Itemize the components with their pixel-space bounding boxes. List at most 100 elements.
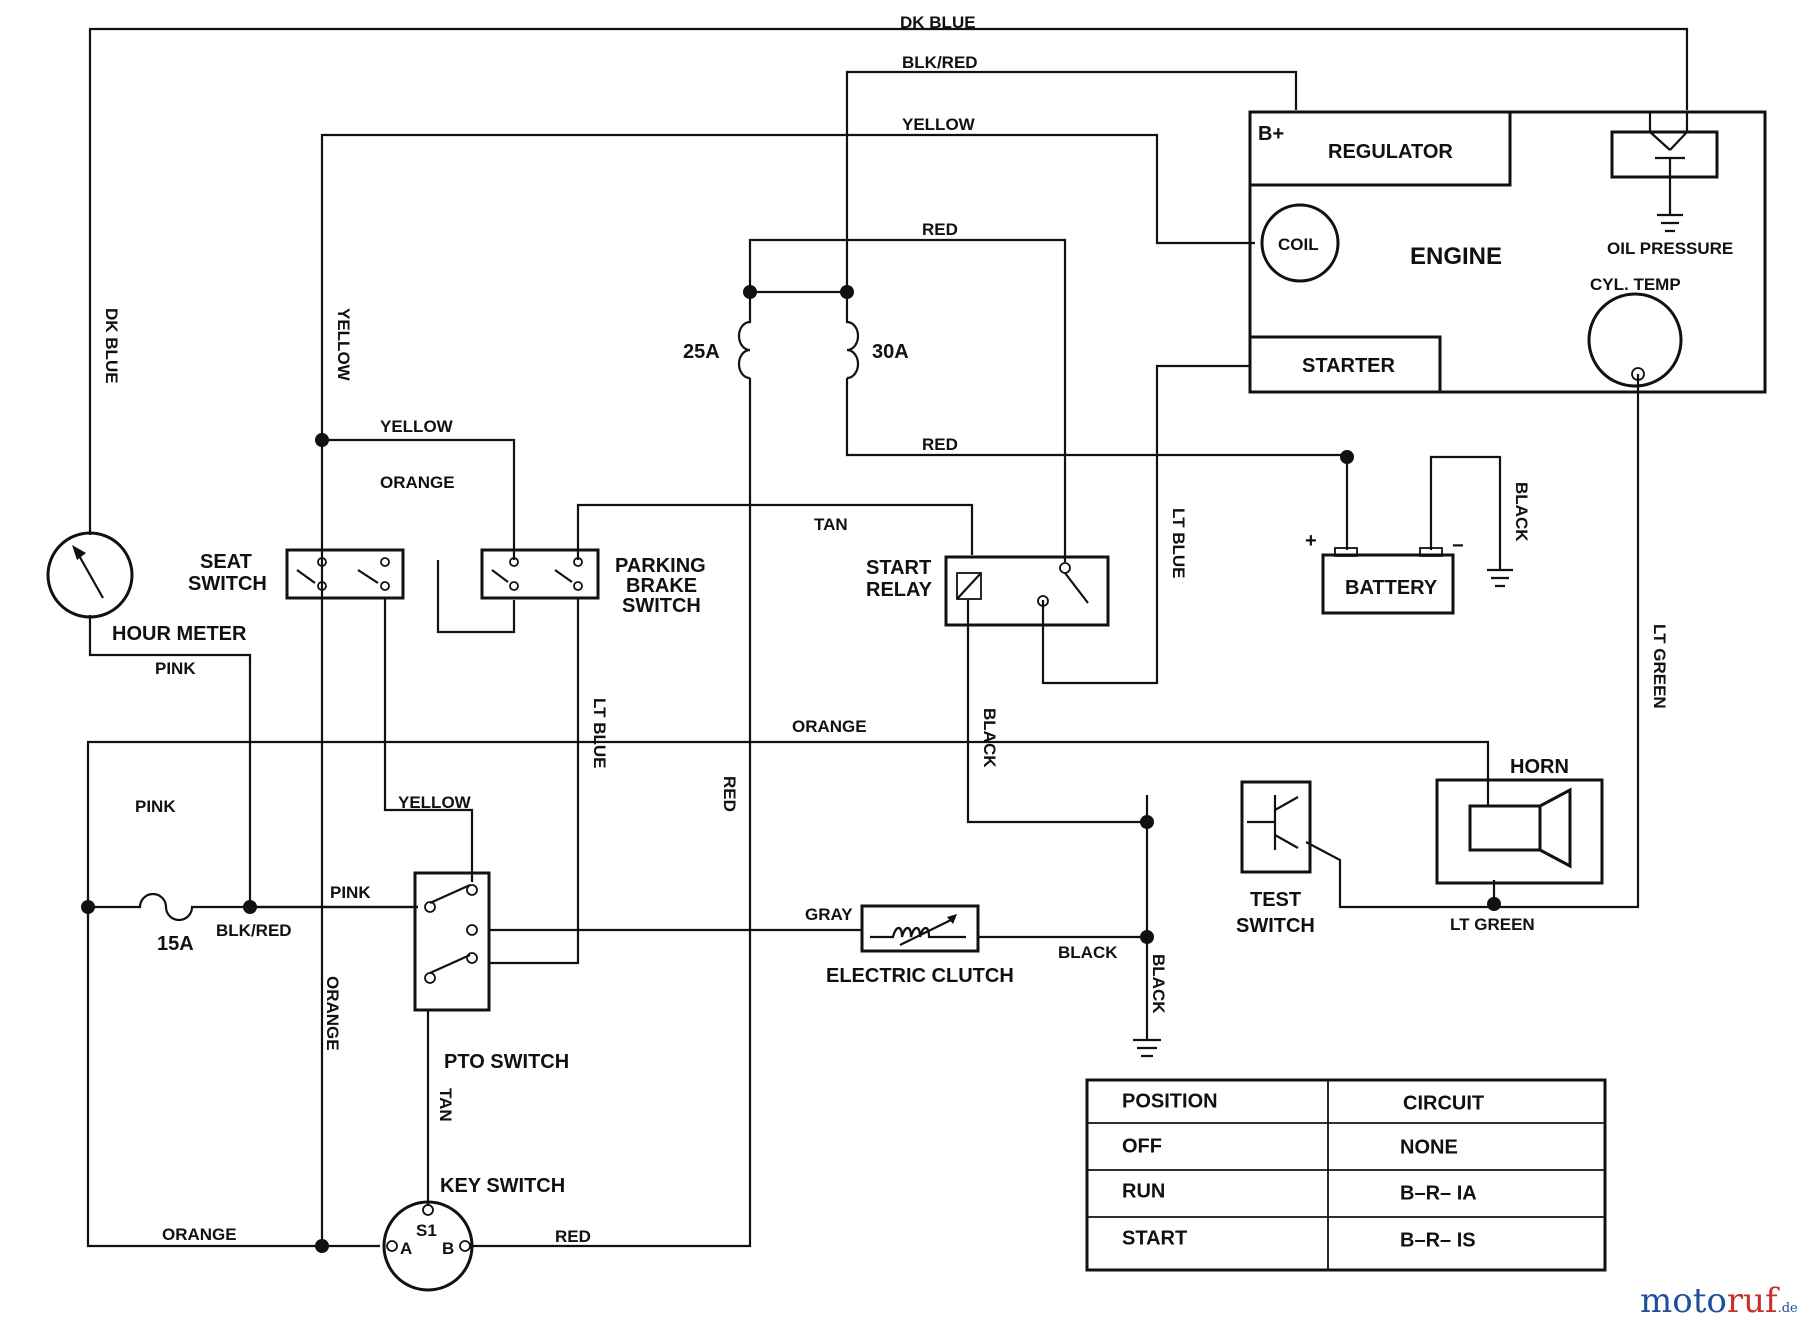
b-plus-label: B+ <box>1258 123 1284 145</box>
fuse-25a <box>737 292 752 380</box>
table-row-start-position: START <box>1122 1227 1187 1249</box>
parking-brake-switch-symbol <box>480 548 600 600</box>
wire-yellow-seat <box>322 438 516 560</box>
parking-brake-label-3: SWITCH <box>622 595 701 617</box>
parking-brake-label-1: PARKING <box>615 555 706 577</box>
wire-orange-mid <box>86 740 1490 907</box>
ground-battery <box>1487 568 1513 588</box>
wire-red-vertical <box>472 378 752 1248</box>
pto-switch-label: PTO SWITCH <box>444 1051 569 1073</box>
wire-label-dk-blue-top: DK BLUE <box>900 13 976 32</box>
wire-label-lt-green-right: LT GREEN <box>1650 624 1669 709</box>
fuse-15a-label: 15A <box>157 933 194 955</box>
cyl-temp-symbol <box>1587 292 1683 388</box>
wire-label-lt-blue-mid: LT BLUE <box>590 698 609 769</box>
start-relay-symbol <box>944 555 1110 627</box>
key-switch-symbol <box>382 1200 474 1292</box>
electric-clutch-label: ELECTRIC CLUTCH <box>826 965 1014 987</box>
start-relay-label-2: RELAY <box>866 579 933 601</box>
pto-switch-symbol <box>413 871 491 1012</box>
wire-label-yellow-seat: YELLOW <box>380 417 454 436</box>
parking-brake-label-2: BRAKE <box>626 575 697 597</box>
key-a-label: A <box>400 1239 412 1258</box>
wire-label-black-right: BLACK <box>1512 482 1531 542</box>
wire-blk-red-top <box>845 70 1298 290</box>
coil-symbol <box>1260 203 1340 283</box>
wire-yellow-top <box>320 133 1255 440</box>
watermark-part1: moto <box>1640 1281 1727 1321</box>
watermark-part2: ruf <box>1727 1281 1780 1321</box>
wire-lt-blue-mid <box>488 598 580 965</box>
fuse-25a-label: 25A <box>683 341 720 363</box>
wire-label-orange-bottom: ORANGE <box>162 1225 237 1244</box>
wire-label-lt-green-horn: LT GREEN <box>1450 915 1535 934</box>
start-relay-label-1: START <box>866 557 931 579</box>
battery-label: BATTERY <box>1345 577 1438 599</box>
starter-label: STARTER <box>1302 355 1396 377</box>
wire-black-relay <box>966 600 1149 824</box>
junction-dots <box>81 285 1501 1253</box>
test-switch-label-1: TEST <box>1250 889 1301 911</box>
horn-label: HORN <box>1510 756 1569 778</box>
wire-label-orange-mid: ORANGE <box>792 717 867 736</box>
wire-label-black-clutch: BLACK <box>1058 943 1118 962</box>
wire-left-bus <box>86 907 380 1248</box>
oil-pressure-label: OIL PRESSURE <box>1607 239 1733 258</box>
wire-label-yellow-top: YELLOW <box>902 115 976 134</box>
seat-switch-label-2: SWITCH <box>188 573 267 595</box>
wire-lt-blue-right <box>1041 364 1250 685</box>
wire-label-red-vertical: RED <box>720 776 739 812</box>
ground-clutch <box>1133 1038 1161 1058</box>
key-switch-label: KEY SWITCH <box>440 1175 565 1197</box>
wire-red-mid <box>845 378 1349 550</box>
wire-dk-blue <box>88 27 1689 535</box>
key-b-label: B <box>442 1239 454 1258</box>
wire-orange-seat <box>436 560 516 634</box>
hour-meter-label: HOUR METER <box>112 623 247 645</box>
wire-label-lt-blue-right: LT BLUE <box>1169 508 1188 579</box>
regulator-box <box>1248 110 1512 187</box>
horn-symbol <box>1435 778 1604 885</box>
table-row-off-position: OFF <box>1122 1135 1162 1157</box>
electric-clutch-symbol <box>860 904 980 953</box>
test-switch-label-2: SWITCH <box>1236 915 1315 937</box>
wire-label-orange-vertical: ORANGE <box>323 976 342 1051</box>
watermark-logo: motoruf.de <box>1640 1281 1798 1321</box>
table-row-run-position: RUN <box>1122 1180 1165 1202</box>
wire-label-pink-hour: PINK <box>155 659 196 678</box>
wire-battery-neg <box>1429 455 1502 570</box>
table-row-run-circuit: B–R– IA <box>1400 1182 1477 1204</box>
starter-box <box>1248 335 1442 394</box>
battery-symbol <box>1321 547 1455 615</box>
battery-minus: − <box>1452 535 1464 557</box>
fuse-15a <box>88 892 418 922</box>
wire-label-orange-seat: ORANGE <box>380 473 455 492</box>
coil-label: COIL <box>1278 235 1319 254</box>
fuse-30a <box>845 292 860 380</box>
wire-label-red-mid: RED <box>922 435 958 454</box>
table-header-position: POSITION <box>1122 1090 1218 1112</box>
wire-label-tan-key: TAN <box>436 1088 455 1122</box>
table-row-start-circuit: B–R– IS <box>1400 1229 1476 1251</box>
wire-label-blk-red-fuse: BLK/RED <box>216 921 292 940</box>
wire-label-black-relay: BLACK <box>980 708 999 768</box>
wire-label-gray: GRAY <box>805 905 853 924</box>
wire-tan <box>576 503 974 560</box>
wire-label-pink-pto: PINK <box>330 883 371 902</box>
key-s1-label: S1 <box>416 1221 437 1240</box>
hour-meter-gauge <box>46 531 134 619</box>
wire-label-blk-red-top: BLK/RED <box>902 53 978 72</box>
wire-lt-green <box>1305 374 1640 909</box>
wire-label-yellow-side: YELLOW <box>334 308 353 382</box>
watermark-part3: .de <box>1778 1301 1798 1316</box>
oil-pressure-sensor <box>1610 112 1719 233</box>
wire-label-red-bottom: RED <box>555 1227 591 1246</box>
fuse-30a-label: 30A <box>872 341 909 363</box>
wire-pink-hour <box>88 615 252 907</box>
wire-label-red-upper: RED <box>922 220 958 239</box>
svg-text:motoruf.de: motoruf.de <box>1640 1281 1798 1321</box>
table-row-off-circuit: NONE <box>1400 1136 1458 1158</box>
wire-label-yellow-pto: YELLOW <box>398 793 472 812</box>
